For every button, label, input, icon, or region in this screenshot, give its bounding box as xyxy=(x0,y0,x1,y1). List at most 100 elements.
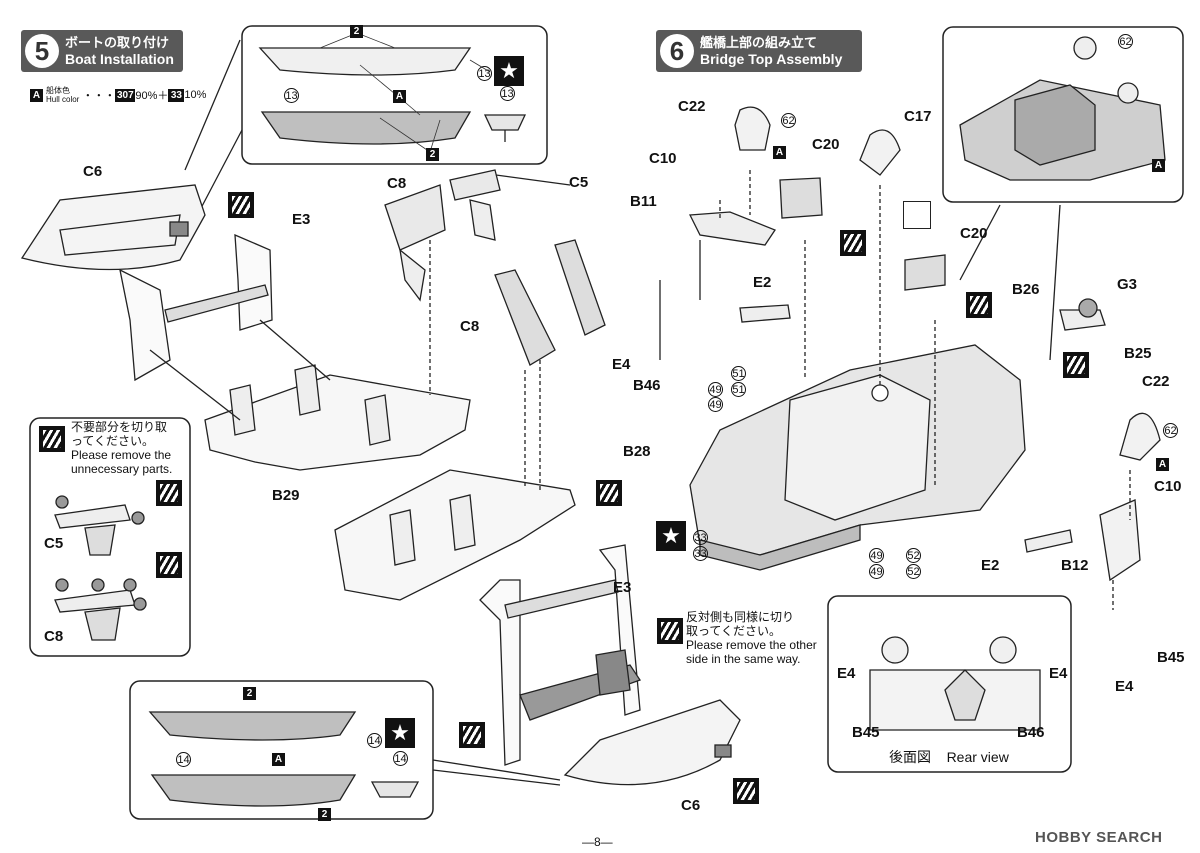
mark-a-c22: A xyxy=(773,146,786,159)
note-remove-jp1: 不要部分を切り取 xyxy=(71,420,168,434)
step6-header: 6 艦橋上部の組み立て Bridge Top Assembly xyxy=(656,30,862,72)
label-c22-right: C22 xyxy=(1142,373,1170,390)
hull-en: Hull color xyxy=(46,95,80,104)
label-c6-low: C6 xyxy=(681,797,701,814)
mark-a-low: A xyxy=(272,753,285,766)
page-number: —8— xyxy=(582,835,613,849)
label-rear-e4-left: E4 xyxy=(837,665,856,682)
rear-view-box xyxy=(827,595,1072,773)
mark-14-b: 14 xyxy=(176,752,191,767)
mark-2-top: 2 xyxy=(350,25,363,38)
rear-view-caption: 後面図 Rear view xyxy=(889,747,1009,767)
hull-p1: 90%＋ xyxy=(135,90,169,102)
mark-62-detail: 62 xyxy=(1118,34,1133,49)
mark-a-detail: A xyxy=(1152,159,1165,172)
mark-2-low: 2 xyxy=(243,687,256,700)
label-e3-low: E3 xyxy=(613,579,632,596)
label-b25: B25 xyxy=(1124,345,1152,362)
mark-13-b: 13 xyxy=(284,88,299,103)
label-c17: C17 xyxy=(904,108,932,125)
cut-icon xyxy=(657,618,683,644)
boat-side-bottom xyxy=(260,111,472,145)
mark-52-b: 52 xyxy=(906,564,921,579)
label-c10-right: C10 xyxy=(1154,478,1182,495)
hull-p2: 10% xyxy=(184,89,207,101)
cut-icon xyxy=(733,778,759,804)
label-c8-mid: C8 xyxy=(460,318,480,335)
mark-2-bottom: 2 xyxy=(318,808,331,821)
watermark: HOBBY SEARCH xyxy=(1035,829,1163,846)
note-other-jp2: 取ってください。 xyxy=(686,624,782,638)
cut-icon xyxy=(1063,352,1089,378)
label-c20-mid: C20 xyxy=(960,225,988,242)
boat-end-top xyxy=(483,114,527,131)
step6-title-jp: 艦橋上部の組み立て xyxy=(700,35,818,50)
mark-33-b: 33 xyxy=(693,546,708,561)
mark-14-c: 14 xyxy=(393,751,408,766)
label-c6-top: C6 xyxy=(83,163,103,180)
boat-detail-box xyxy=(241,25,548,165)
label-b26: B26 xyxy=(1012,281,1040,298)
label-e2-low: E2 xyxy=(981,557,1000,574)
label-c22-top: C22 xyxy=(678,98,706,115)
label-c8-top: C8 xyxy=(387,175,407,192)
step5-title-en: Boat Installation xyxy=(65,51,174,67)
mark-13-c: 13 xyxy=(500,86,515,101)
label-e2-top: E2 xyxy=(753,274,772,291)
note-other-jp1: 反対側も同様に切り xyxy=(686,610,795,624)
label-rear-b45: B45 xyxy=(852,724,880,741)
label-c5: C5 xyxy=(569,174,589,191)
rear-view-jp: 後面図 xyxy=(889,749,931,765)
mark-49-b: 49 xyxy=(708,397,723,412)
cut-icon xyxy=(39,426,65,452)
mark-a-c22b: A xyxy=(1156,458,1169,471)
note-remove: 不要部分を切り取 ってください。 Please remove the unnec… xyxy=(71,420,172,476)
label-b28: B28 xyxy=(623,443,651,460)
mark-33-a: 33 xyxy=(693,530,708,545)
hull-dots: ・・・ xyxy=(82,90,116,102)
cut-icon xyxy=(228,192,254,218)
mark-49-a: 49 xyxy=(708,382,723,397)
no-glue-icon xyxy=(903,201,931,229)
label-b46: B46 xyxy=(633,377,661,394)
mark-49-d: 49 xyxy=(869,564,884,579)
label-g3: G3 xyxy=(1117,276,1138,293)
mark-49-c: 49 xyxy=(869,548,884,563)
mark-14-a: 14 xyxy=(367,733,382,748)
boat-side-top xyxy=(258,47,472,76)
label-c8-small: C8 xyxy=(44,628,64,645)
label-b11: B11 xyxy=(630,193,657,210)
mark-13-a: 13 xyxy=(477,66,492,81)
hull-c1: 307 xyxy=(115,88,136,102)
step6-number: 6 xyxy=(660,34,694,68)
label-c20-top: C20 xyxy=(812,136,840,153)
label-e4-right: E4 xyxy=(1115,678,1134,695)
label-rear-e4-right: E4 xyxy=(1049,665,1068,682)
mark-51-b: 51 xyxy=(731,382,746,397)
hull-jp: 船体色 xyxy=(46,86,70,95)
cut-icon xyxy=(459,722,485,748)
step6-title-en: Bridge Top Assembly xyxy=(700,51,843,67)
parts-box xyxy=(29,417,191,657)
note-other-en2: side in the same way. xyxy=(686,652,801,666)
note-remove-en2: unnecessary parts. xyxy=(71,462,173,476)
label-e4-left: E4 xyxy=(612,356,631,373)
star-icon-3: ★ xyxy=(656,521,686,551)
label-c5-small: C5 xyxy=(44,535,64,552)
note-remove-en1: Please remove the xyxy=(71,448,172,462)
label-b12: B12 xyxy=(1061,557,1089,574)
note-remove-jp2: ってください。 xyxy=(71,434,155,448)
label-b45-right: B45 xyxy=(1157,649,1185,666)
label-c10-top: C10 xyxy=(649,150,677,167)
rear-view-en: Rear view xyxy=(946,749,1009,765)
cut-icon xyxy=(966,292,992,318)
mark-62-b: 62 xyxy=(1163,423,1178,438)
label-b29: B29 xyxy=(272,487,300,504)
star-icon-2: ★ xyxy=(385,718,415,748)
step5-number: 5 xyxy=(25,34,59,68)
hull-c2: 33 xyxy=(168,88,185,102)
cut-icon xyxy=(840,230,866,256)
mark-52-a: 52 xyxy=(906,548,921,563)
note-other-side: 反対側も同様に切り 取ってください。 Please remove the oth… xyxy=(686,610,817,666)
